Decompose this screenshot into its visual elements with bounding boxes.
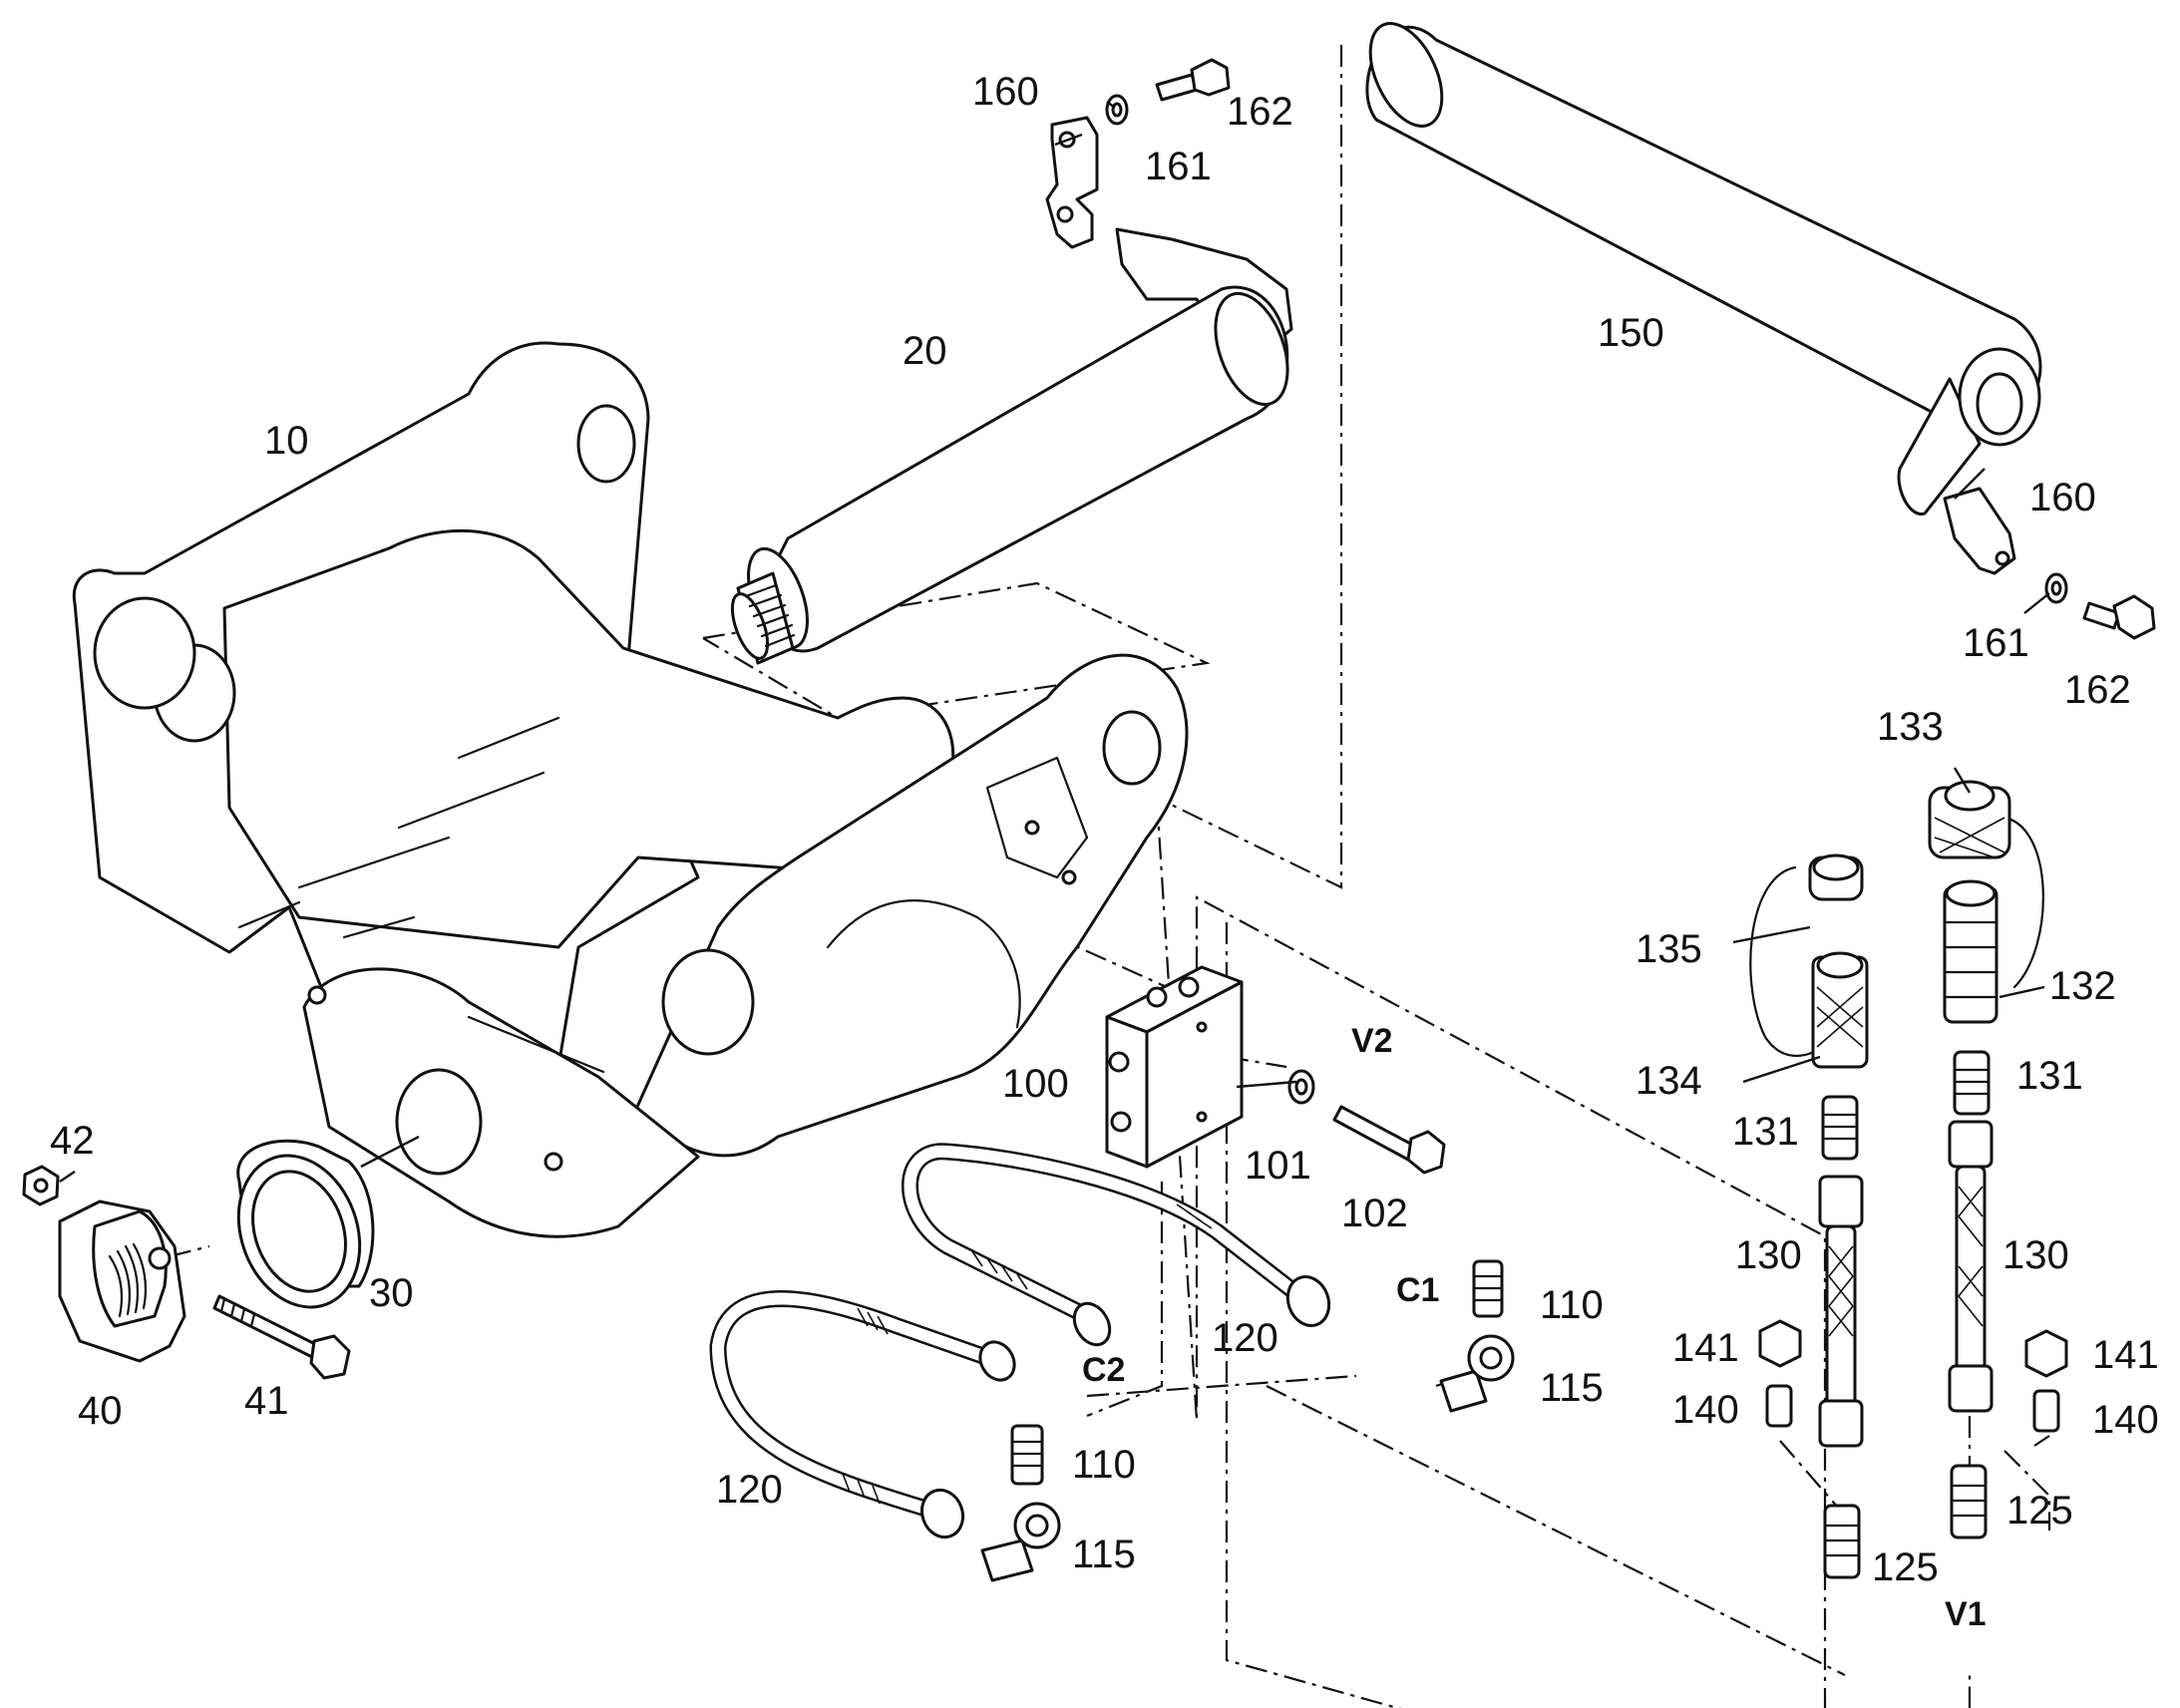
clamp-part-160-top (1045, 116, 1099, 249)
bolt-part-162-right (2082, 594, 2156, 640)
label-130-right: 130 (2002, 1233, 2069, 1277)
washer-part-161-right (2044, 572, 2068, 604)
label-110-c1: 110 (1540, 1283, 1604, 1327)
label-41: 41 (244, 1379, 289, 1423)
label-131-right: 131 (2016, 1054, 2083, 1098)
label-101: 101 (1245, 1144, 1311, 1188)
label-161-top: 161 (1145, 145, 1212, 188)
bushing-part-30 (236, 1139, 375, 1309)
fitting-part-110-c2 (1010, 1424, 1044, 1486)
label-115-c1: 115 (1540, 1366, 1604, 1410)
label-134: 134 (1635, 1059, 1702, 1103)
label-162-top: 162 (1227, 90, 1293, 134)
label-c1: C1 (1396, 1271, 1439, 1309)
label-20: 20 (903, 329, 947, 373)
adapter-part-131-right (1953, 1050, 1991, 1116)
label-v1: V1 (1945, 1595, 1987, 1633)
pin-part-150 (1365, 22, 2042, 515)
bolt-part-102 (1332, 1105, 1446, 1175)
label-132: 132 (2049, 964, 2116, 1008)
adapter-part-131-left (1821, 1095, 1859, 1161)
label-162-right: 162 (2064, 668, 2131, 712)
label-100: 100 (1002, 1062, 1069, 1106)
label-150: 150 (1598, 311, 1664, 355)
part-number-labels: 10 20 30 40 41 42 100 101 102 110 110 11… (50, 70, 2159, 1633)
label-140-right: 140 (2092, 1398, 2159, 1442)
label-133: 133 (1877, 705, 1944, 749)
label-40: 40 (78, 1389, 123, 1433)
adapter-part-125-left (1823, 1504, 1861, 1579)
label-30: 30 (369, 1271, 414, 1315)
label-160-right: 160 (2029, 476, 2096, 519)
hose-part-130-left (1818, 1175, 1864, 1448)
nut-part-42 (22, 1165, 60, 1206)
hose-part-130-right (1948, 1120, 1994, 1413)
label-c2: C2 (1082, 1351, 1125, 1389)
label-140-left: 140 (1672, 1388, 1739, 1432)
label-141-left: 141 (1672, 1326, 1739, 1370)
label-135: 135 (1635, 927, 1702, 971)
label-130-left: 130 (1735, 1233, 1802, 1277)
leader-lines (59, 101, 2050, 1183)
adapter-part-125-right (1950, 1464, 1988, 1539)
label-120-upper: 120 (1212, 1316, 1278, 1360)
nut-part-141-left (1758, 1319, 1802, 1368)
washer-part-101 (1287, 1069, 1315, 1105)
fitting-part-110-c1 (1472, 1259, 1504, 1318)
label-125-left: 125 (1872, 1545, 1939, 1589)
fitting-part-115-c2 (980, 1502, 1061, 1582)
valve-block-part-100 (1105, 965, 1244, 1169)
label-120-lower: 120 (716, 1468, 783, 1512)
nut-part-141-right (2024, 1329, 2068, 1378)
coupler-part-132 (1943, 879, 1998, 1024)
label-10: 10 (264, 419, 309, 463)
bolt-part-41 (212, 1294, 351, 1380)
bolt-part-162-top (1155, 58, 1231, 102)
fitting-part-115-c1 (1439, 1334, 1515, 1413)
dust-cap-part-135 (1749, 854, 1864, 1057)
dust-cap-part-133 (1928, 780, 2044, 989)
washer-part-161-top (1105, 94, 1129, 126)
hose-part-120-lower (709, 1290, 1016, 1539)
label-110-c2: 110 (1072, 1443, 1136, 1487)
plug-part-140-left (1765, 1384, 1793, 1428)
label-125-right: 125 (2006, 1489, 2073, 1533)
clamp-part-40 (58, 1199, 186, 1363)
hose-part-120-upper (902, 1143, 1331, 1347)
clamp-part-160-right (1943, 487, 2016, 575)
label-131-left: 131 (1732, 1110, 1799, 1154)
label-v2: V2 (1351, 1022, 1393, 1060)
pin-part-20 (730, 227, 1293, 665)
main-frame-part-10 (72, 341, 1189, 1238)
coupler-part-134 (1811, 951, 1869, 1069)
label-161-right: 161 (1963, 621, 2029, 665)
plug-part-140-right (2032, 1389, 2060, 1433)
label-141-right: 141 (2092, 1333, 2159, 1377)
label-115-c2: 115 (1072, 1533, 1136, 1576)
label-160-top: 160 (972, 70, 1039, 114)
label-42: 42 (50, 1119, 95, 1163)
label-102: 102 (1341, 1192, 1408, 1235)
